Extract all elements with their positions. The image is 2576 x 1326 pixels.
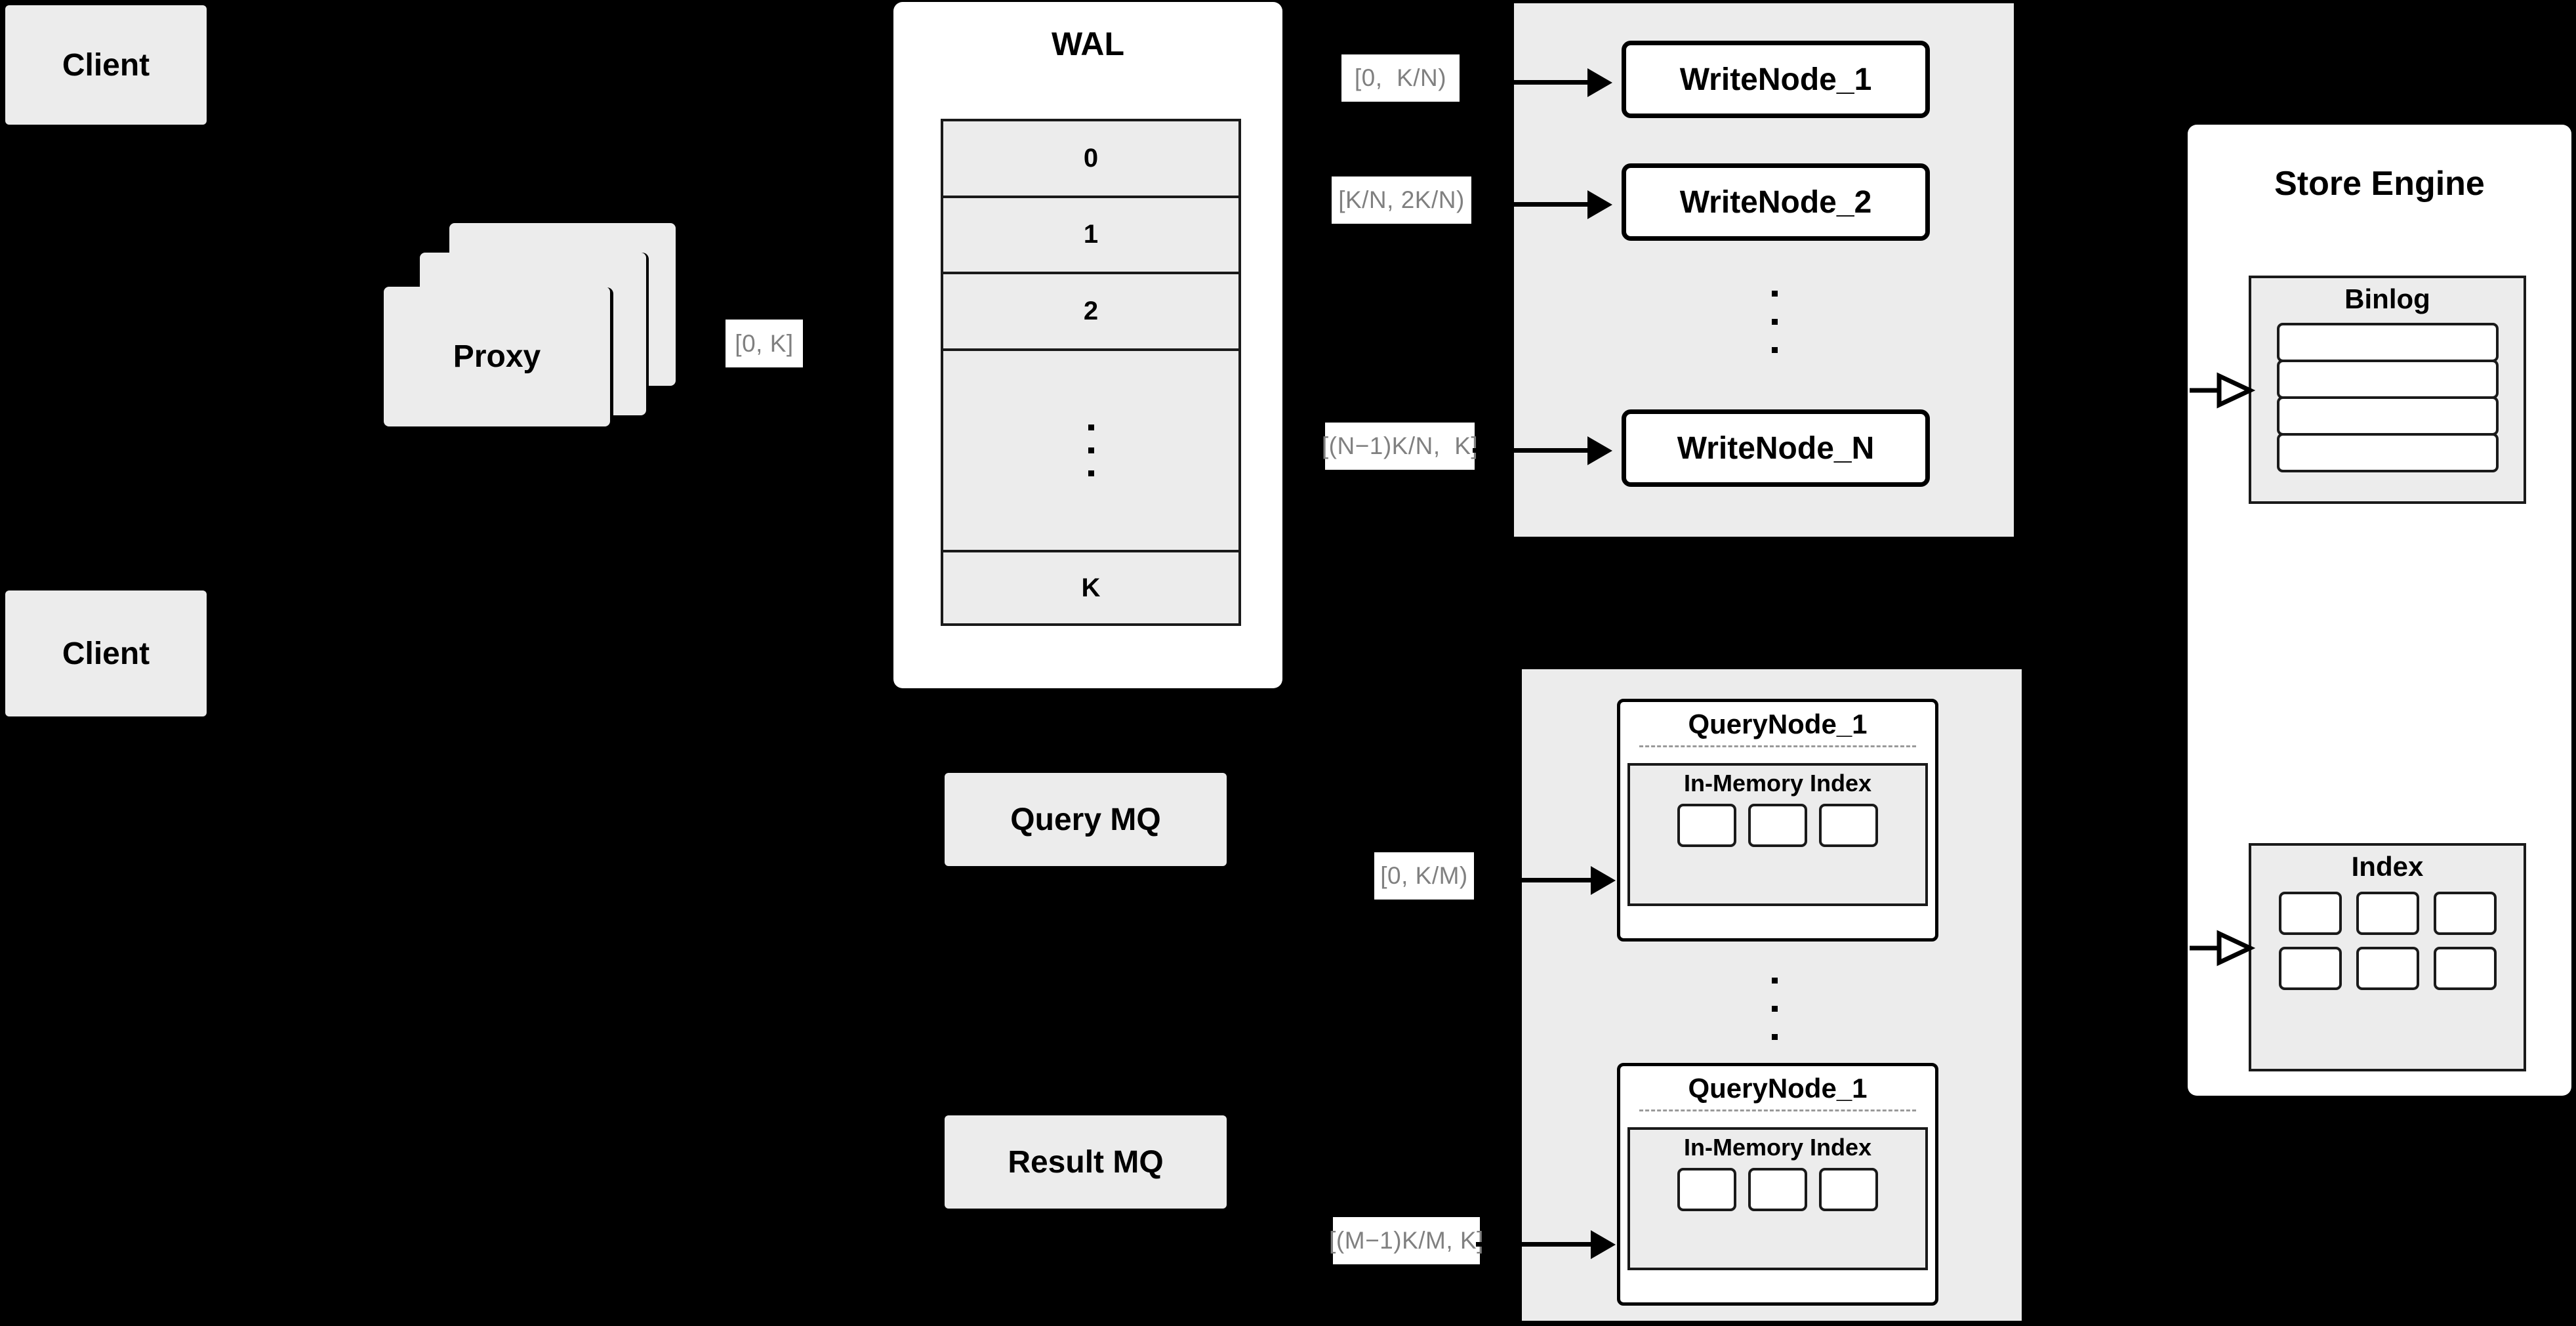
wal-row[interactable]: 2 bbox=[943, 274, 1238, 351]
query-arrow-line-m bbox=[1476, 1242, 1591, 1247]
index-cell[interactable] bbox=[1819, 804, 1878, 847]
ellipsis-dot bbox=[1771, 1034, 1778, 1040]
proxy-range-label: [0, K] bbox=[726, 320, 803, 367]
query-mq-box[interactable]: Query MQ bbox=[945, 773, 1227, 866]
in-memory-index-cells bbox=[1677, 804, 1878, 847]
proxy-box[interactable]: Proxy bbox=[384, 287, 610, 426]
index-cell[interactable] bbox=[1819, 1168, 1878, 1211]
query-node-m[interactable]: QueryNode_1 In-Memory Index bbox=[1617, 1063, 1938, 1306]
wal-title: WAL bbox=[1051, 26, 1125, 62]
query-range-label-m: [(M−1)K/M, K] bbox=[1329, 1217, 1483, 1264]
index-cell[interactable] bbox=[1677, 804, 1736, 847]
write-arrow-head-n bbox=[1587, 436, 1612, 465]
client-label: Client bbox=[62, 636, 150, 671]
ellipsis-dot bbox=[1771, 1006, 1778, 1012]
in-memory-index-box: In-Memory Index bbox=[1627, 1127, 1928, 1270]
index-cell[interactable] bbox=[2356, 947, 2419, 990]
index-grid bbox=[2278, 892, 2497, 990]
ellipsis-dot bbox=[1771, 290, 1778, 297]
write-node-1[interactable]: WriteNode_1 bbox=[1622, 41, 1930, 118]
index-cell[interactable] bbox=[1748, 804, 1807, 847]
binlog-title: Binlog bbox=[2344, 283, 2430, 314]
query-node-title: QueryNode_1 bbox=[1688, 1073, 1868, 1104]
index-box: Index bbox=[2249, 843, 2526, 1071]
wal-row[interactable]: 1 bbox=[943, 197, 1238, 275]
wal-row[interactable]: K bbox=[943, 552, 1238, 623]
store-engine-panel: Store Engine Binlog Index bbox=[2188, 125, 2571, 1096]
write-range-label-n: [(N−1)K/N, K] bbox=[1322, 423, 1478, 470]
write-range-label-1: [0, K/N) bbox=[1341, 54, 1460, 102]
write-node-2[interactable]: WriteNode_2 bbox=[1622, 163, 1930, 241]
write-node-n[interactable]: WriteNode_N bbox=[1622, 409, 1930, 487]
index-title: Index bbox=[2351, 851, 2424, 882]
query-node-title: QueryNode_1 bbox=[1688, 709, 1868, 739]
write-arrow-head-2 bbox=[1587, 190, 1612, 219]
write-arrow-line-1 bbox=[1473, 80, 1587, 85]
query-node-1[interactable]: QueryNode_1 In-Memory Index bbox=[1617, 699, 1938, 942]
index-cell[interactable] bbox=[2433, 892, 2497, 935]
proxy-label: Proxy bbox=[453, 339, 541, 374]
client-label: Client bbox=[62, 47, 150, 83]
query-arrow-line-1 bbox=[1476, 878, 1591, 882]
binlog-row[interactable] bbox=[2276, 323, 2499, 362]
store-engine-title: Store Engine bbox=[2274, 165, 2485, 203]
in-memory-index-title: In-Memory Index bbox=[1683, 770, 1872, 797]
wal-table: 0 1 2 K bbox=[941, 119, 1241, 626]
ellipsis-dot bbox=[1088, 470, 1094, 477]
query-node-divider bbox=[1639, 1109, 1917, 1111]
write-arrow-line-n bbox=[1473, 448, 1587, 453]
index-cell[interactable] bbox=[2433, 947, 2497, 990]
query-range-label-1: [0, K/M) bbox=[1374, 852, 1474, 900]
index-cell[interactable] bbox=[1677, 1168, 1736, 1211]
ellipsis-dot bbox=[1088, 447, 1094, 454]
binlog-inbound-arrow bbox=[2190, 371, 2255, 410]
binlog-box: Binlog bbox=[2249, 276, 2526, 504]
query-node-ellipsis bbox=[1758, 958, 1791, 1060]
write-arrow-head-1 bbox=[1587, 68, 1612, 97]
client-box-1[interactable]: Client bbox=[5, 5, 207, 125]
query-arrow-head-m bbox=[1591, 1230, 1616, 1259]
index-inbound-arrow bbox=[2190, 928, 2255, 968]
in-memory-index-title: In-Memory Index bbox=[1683, 1134, 1872, 1161]
index-cell[interactable] bbox=[2356, 892, 2419, 935]
write-arrow-line-2 bbox=[1473, 202, 1587, 207]
binlog-row[interactable] bbox=[2276, 360, 2499, 399]
binlog-rows bbox=[2276, 323, 2499, 472]
result-mq-box[interactable]: Result MQ bbox=[945, 1115, 1227, 1209]
ellipsis-dot bbox=[1771, 346, 1778, 353]
query-node-divider bbox=[1639, 745, 1917, 747]
ellipsis-dot bbox=[1771, 318, 1778, 325]
wal-row-ellipsis bbox=[943, 350, 1238, 553]
in-memory-index-box: In-Memory Index bbox=[1627, 763, 1928, 906]
index-cell[interactable] bbox=[1748, 1168, 1807, 1211]
index-cell[interactable] bbox=[2278, 947, 2342, 990]
write-node-ellipsis bbox=[1758, 272, 1791, 371]
binlog-row[interactable] bbox=[2276, 396, 2499, 436]
write-range-label-2: [K/N, 2K/N) bbox=[1332, 176, 1471, 224]
wal-panel: WAL 0 1 2 K bbox=[893, 2, 1282, 688]
query-arrow-head-1 bbox=[1591, 866, 1616, 895]
binlog-row[interactable] bbox=[2276, 433, 2499, 472]
index-cell[interactable] bbox=[2278, 892, 2342, 935]
ellipsis-dot bbox=[1088, 425, 1094, 431]
ellipsis-dot bbox=[1771, 978, 1778, 984]
in-memory-index-cells bbox=[1677, 1168, 1878, 1211]
wal-row[interactable]: 0 bbox=[943, 121, 1238, 198]
client-box-2[interactable]: Client bbox=[5, 590, 207, 716]
